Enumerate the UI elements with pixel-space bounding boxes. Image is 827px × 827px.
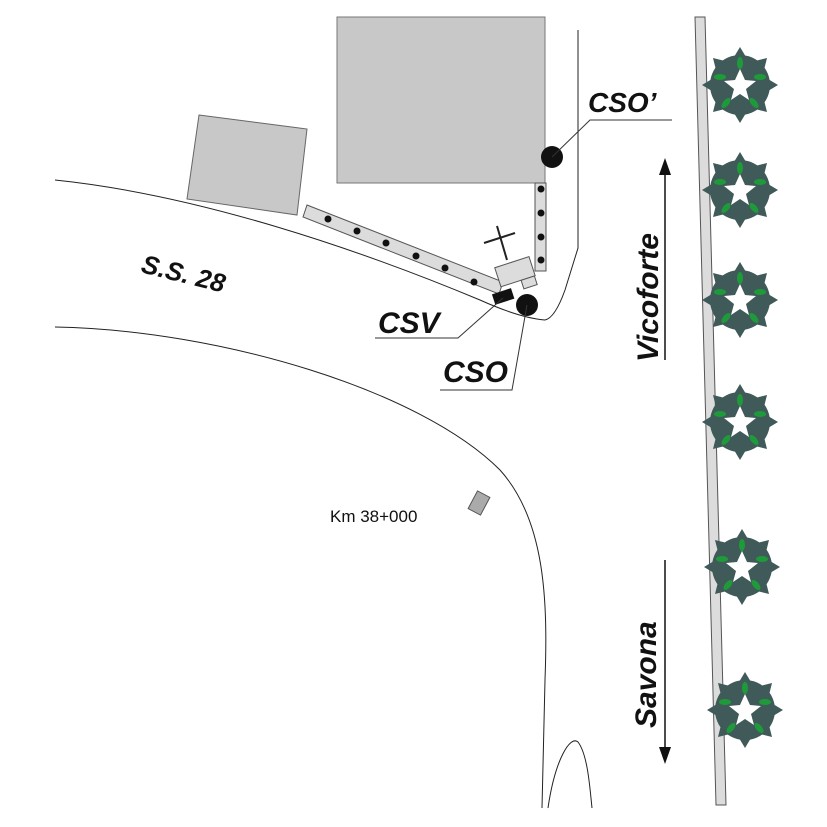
pipe-nodes <box>324 185 545 286</box>
direction-north-label: Vicoforte <box>632 233 665 362</box>
tree-icon <box>704 529 780 605</box>
road-label: S.S. 28 <box>139 249 230 299</box>
direction-south-label: Savona <box>630 621 663 728</box>
km-marker-icon <box>467 490 491 516</box>
crane-icon <box>483 225 516 261</box>
tree-icon <box>702 47 778 123</box>
main-building <box>336 16 546 184</box>
tree-icon <box>702 384 778 460</box>
pipe-vertical <box>534 182 547 272</box>
tree-icon <box>702 152 778 228</box>
csv-leader <box>375 297 504 339</box>
cso-prime-leader <box>551 119 672 158</box>
side-building <box>186 114 308 216</box>
cso-prime-label: CSO’ <box>588 87 658 118</box>
arrow-south-icon <box>659 560 671 764</box>
side-road <box>694 16 727 806</box>
tree-icon <box>707 672 783 748</box>
cso-leader <box>440 304 528 391</box>
cso-label: CSO <box>443 356 508 389</box>
csv-label: CSV <box>378 307 443 340</box>
arrow-north-icon <box>659 158 671 360</box>
km-marker-label: Km 38+000 <box>330 507 417 526</box>
csv-chamber <box>491 288 515 305</box>
tree-icon <box>702 262 778 338</box>
station-annex <box>520 275 538 290</box>
road-edge-bottom <box>54 326 547 809</box>
road-edge-top <box>54 30 579 321</box>
road-edge-bump <box>547 740 593 809</box>
station-structure <box>494 255 536 288</box>
